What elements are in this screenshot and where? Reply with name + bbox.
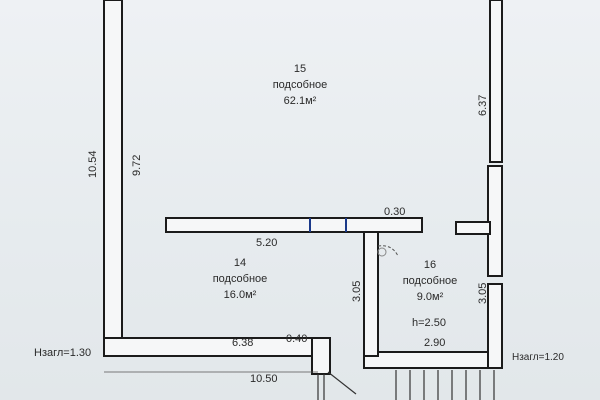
room-16-area: 9.0м² xyxy=(417,291,444,303)
dim-left-inner: 9.72 xyxy=(131,155,143,176)
dim-room16-height: h=2.50 xyxy=(412,317,446,329)
door-arc xyxy=(377,245,399,257)
room-15-name: подсобное xyxy=(273,79,328,91)
dim-partition-top: 0.30 xyxy=(384,206,405,218)
door-arc-mark xyxy=(377,247,387,257)
level-left: Нзагл=1.30 xyxy=(34,347,91,359)
dim-mid-vertical: 3.05 xyxy=(351,281,363,302)
level-right: Нзагл=1.20 xyxy=(512,352,564,363)
room-14-area: 16.0м² xyxy=(224,289,257,301)
left-wall xyxy=(103,0,123,357)
bottom-right-wall xyxy=(363,351,501,369)
right-stub-wall xyxy=(455,221,491,235)
dim-room16-width: 2.90 xyxy=(424,337,445,349)
dim-bottom-inner: 6.38 xyxy=(232,337,253,349)
walls xyxy=(103,0,503,375)
stair-lines xyxy=(317,370,495,400)
right-wall-bottom xyxy=(487,283,503,369)
partition-wall xyxy=(165,217,423,233)
bottom-jog-wall xyxy=(311,337,331,375)
dim-bottom-outer: 10.50 xyxy=(250,373,278,385)
dim-right-bottom: 3.05 xyxy=(477,283,489,304)
room-16-number: 16 xyxy=(424,259,436,271)
dim-room14-width: 5.20 xyxy=(256,237,277,249)
room-14-number: 14 xyxy=(234,257,246,269)
dim-left-outer: 10.54 xyxy=(87,150,99,178)
right-wall-upper xyxy=(489,0,503,163)
room-15-area: 62.1м² xyxy=(284,95,317,107)
partition-vertical xyxy=(363,231,379,357)
door-marks xyxy=(309,218,347,232)
room-16-name: подсобное xyxy=(403,275,458,287)
room-15-number: 15 xyxy=(294,63,306,75)
room-14-name: подсобное xyxy=(213,273,268,285)
dim-bottom-small: 0.40 xyxy=(286,333,307,345)
dim-right-top: 6.37 xyxy=(477,95,489,116)
